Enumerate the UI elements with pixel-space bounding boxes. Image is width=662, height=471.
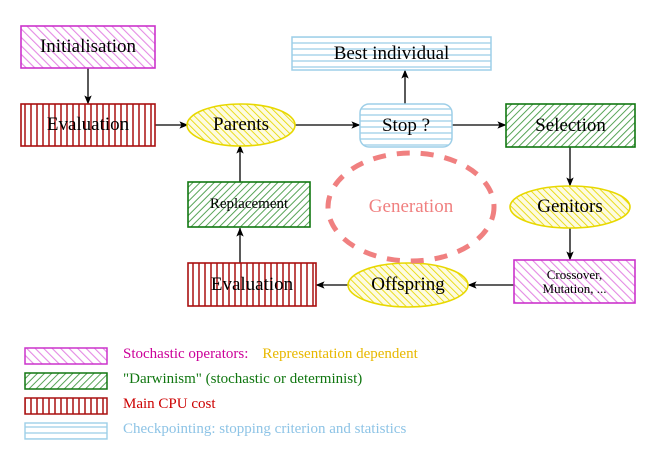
- legend-row-2-primary: Main CPU cost: [123, 396, 216, 412]
- legend-swatch-magenta-diagonal-hatch: [24, 347, 108, 365]
- legend-swatch-red-vertical-hatch: [24, 397, 108, 415]
- node-generation: [325, 150, 497, 264]
- node-evaluation-top[interactable]: [20, 103, 156, 147]
- legend-row-0-text: Stochastic operators: Representation depe…: [123, 346, 418, 363]
- node-stop[interactable]: [359, 103, 453, 148]
- legend-row-0-primary: Stochastic operators:: [123, 346, 249, 362]
- node-genitors[interactable]: [509, 185, 631, 229]
- legend-row-2-text: Main CPU cost: [123, 396, 216, 413]
- node-parents[interactable]: [186, 103, 296, 147]
- node-replacement[interactable]: [187, 181, 311, 228]
- legend-row-0-secondary: Representation dependent: [262, 346, 418, 362]
- legend-swatch-green-diagonal-hatch: [24, 372, 108, 390]
- node-evaluation-bottom[interactable]: [187, 262, 317, 307]
- legend-swatch-blue-horizontal-hatch: [24, 422, 108, 440]
- node-crossover-mutation[interactable]: [513, 259, 636, 304]
- edge-group: [84, 68, 574, 289]
- node-offspring[interactable]: [347, 262, 469, 308]
- node-best-individual[interactable]: [291, 36, 492, 71]
- node-initialisation[interactable]: [20, 25, 156, 69]
- legend-row-3-text: Checkpointing: stopping criterion and st…: [123, 421, 406, 438]
- legend-row-1-text: "Darwinism" (stochastic or determinist): [123, 371, 362, 388]
- legend-row-3-primary: Checkpointing: stopping criterion and st…: [123, 421, 407, 437]
- node-selection[interactable]: [505, 103, 636, 148]
- legend-row-1-primary: "Darwinism" (stochastic or determinist): [123, 371, 363, 387]
